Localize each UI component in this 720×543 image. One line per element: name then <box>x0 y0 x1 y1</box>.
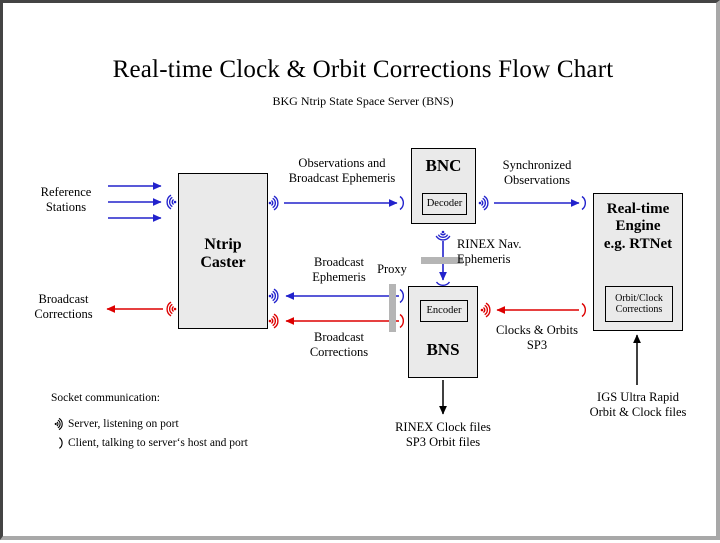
engine-client-in <box>581 195 586 211</box>
label-igs-ultra-rapid: IGS Ultra Rapid Orbit & Clock files <box>589 390 687 420</box>
label-reference-stations: Reference Stations <box>40 185 92 215</box>
bnc-server-out <box>478 195 489 211</box>
label-broadcast-corrections-left: Broadcast Corrections <box>34 292 93 322</box>
box-orbit-clock-corrections[interactable]: Orbit/Clock Corrections <box>605 286 673 322</box>
bnc-server-down <box>435 230 451 241</box>
legend-title: Socket communication: <box>51 392 160 404</box>
engine-client-out <box>581 302 586 318</box>
page-title: Real-time Clock & Orbit Corrections Flow… <box>112 56 614 83</box>
label-clocks-and-orbits-sp3: Clocks & Orbits SP3 <box>496 323 578 353</box>
legend-server-text: Server, listening on port <box>68 418 179 430</box>
box-bnc[interactable]: BNC Decoder <box>411 148 476 224</box>
box-realtime-engine-label: Real-time Engine e.g. RTNet <box>603 201 673 252</box>
server-socket-icon <box>54 417 63 431</box>
box-realtime-engine[interactable]: Real-time Engine e.g. RTNet Orbit/Clock … <box>593 193 683 331</box>
bns-client-down <box>435 281 451 286</box>
box-bnc-label: BNC <box>425 156 462 175</box>
page-subtitle: BKG Ntrip State Space Server (BNS) <box>272 94 454 108</box>
label-rinex-clock-sp3-files: RINEX Clock files SP3 Orbit files <box>395 420 491 450</box>
bnc-client-in <box>399 195 404 211</box>
proxy-bar-horizontal <box>421 257 463 264</box>
label-rinex-nav-ephemeris: RINEX Nav. Ephemeris <box>457 237 522 267</box>
caster-left-server-red <box>166 301 177 317</box>
bns-client-bcep <box>399 288 404 304</box>
proxy-bar-vertical <box>389 284 396 332</box>
bns-client-bcorr <box>399 313 404 329</box>
box-bns[interactable]: Encoder BNS <box>408 286 478 378</box>
box-bns-encoder[interactable]: Encoder <box>420 300 468 322</box>
arrow-reference-stations-to-caster <box>108 182 162 222</box>
caster-right-server-blue-2 <box>268 288 279 304</box>
label-broadcast-ephemeris: Broadcast Ephemeris <box>312 255 366 285</box>
label-observations-and-broadcast-ephemeris: Observations and Broadcast Ephemeris <box>288 156 396 186</box>
box-ntrip-caster[interactable]: Ntrip Caster <box>178 173 268 329</box>
label-proxy: Proxy <box>377 262 407 276</box>
caster-right-server-blue-1 <box>268 195 279 211</box>
caster-left-server-blue <box>166 194 177 210</box>
bns-server-corrections <box>480 302 491 318</box>
client-socket-icon <box>58 437 63 449</box>
label-synchronized-observations: Synchronized Observations <box>502 158 572 188</box>
box-ntrip-caster-label: Ntrip Caster <box>200 236 246 272</box>
box-bns-label: BNS <box>426 340 460 359</box>
label-broadcast-corrections-mid: Broadcast Corrections <box>309 330 369 360</box>
caster-right-server-red <box>268 313 279 329</box>
legend-client-text: Client, talking to server‘s host and por… <box>68 437 248 449</box>
box-bnc-decoder[interactable]: Decoder <box>422 193 467 215</box>
